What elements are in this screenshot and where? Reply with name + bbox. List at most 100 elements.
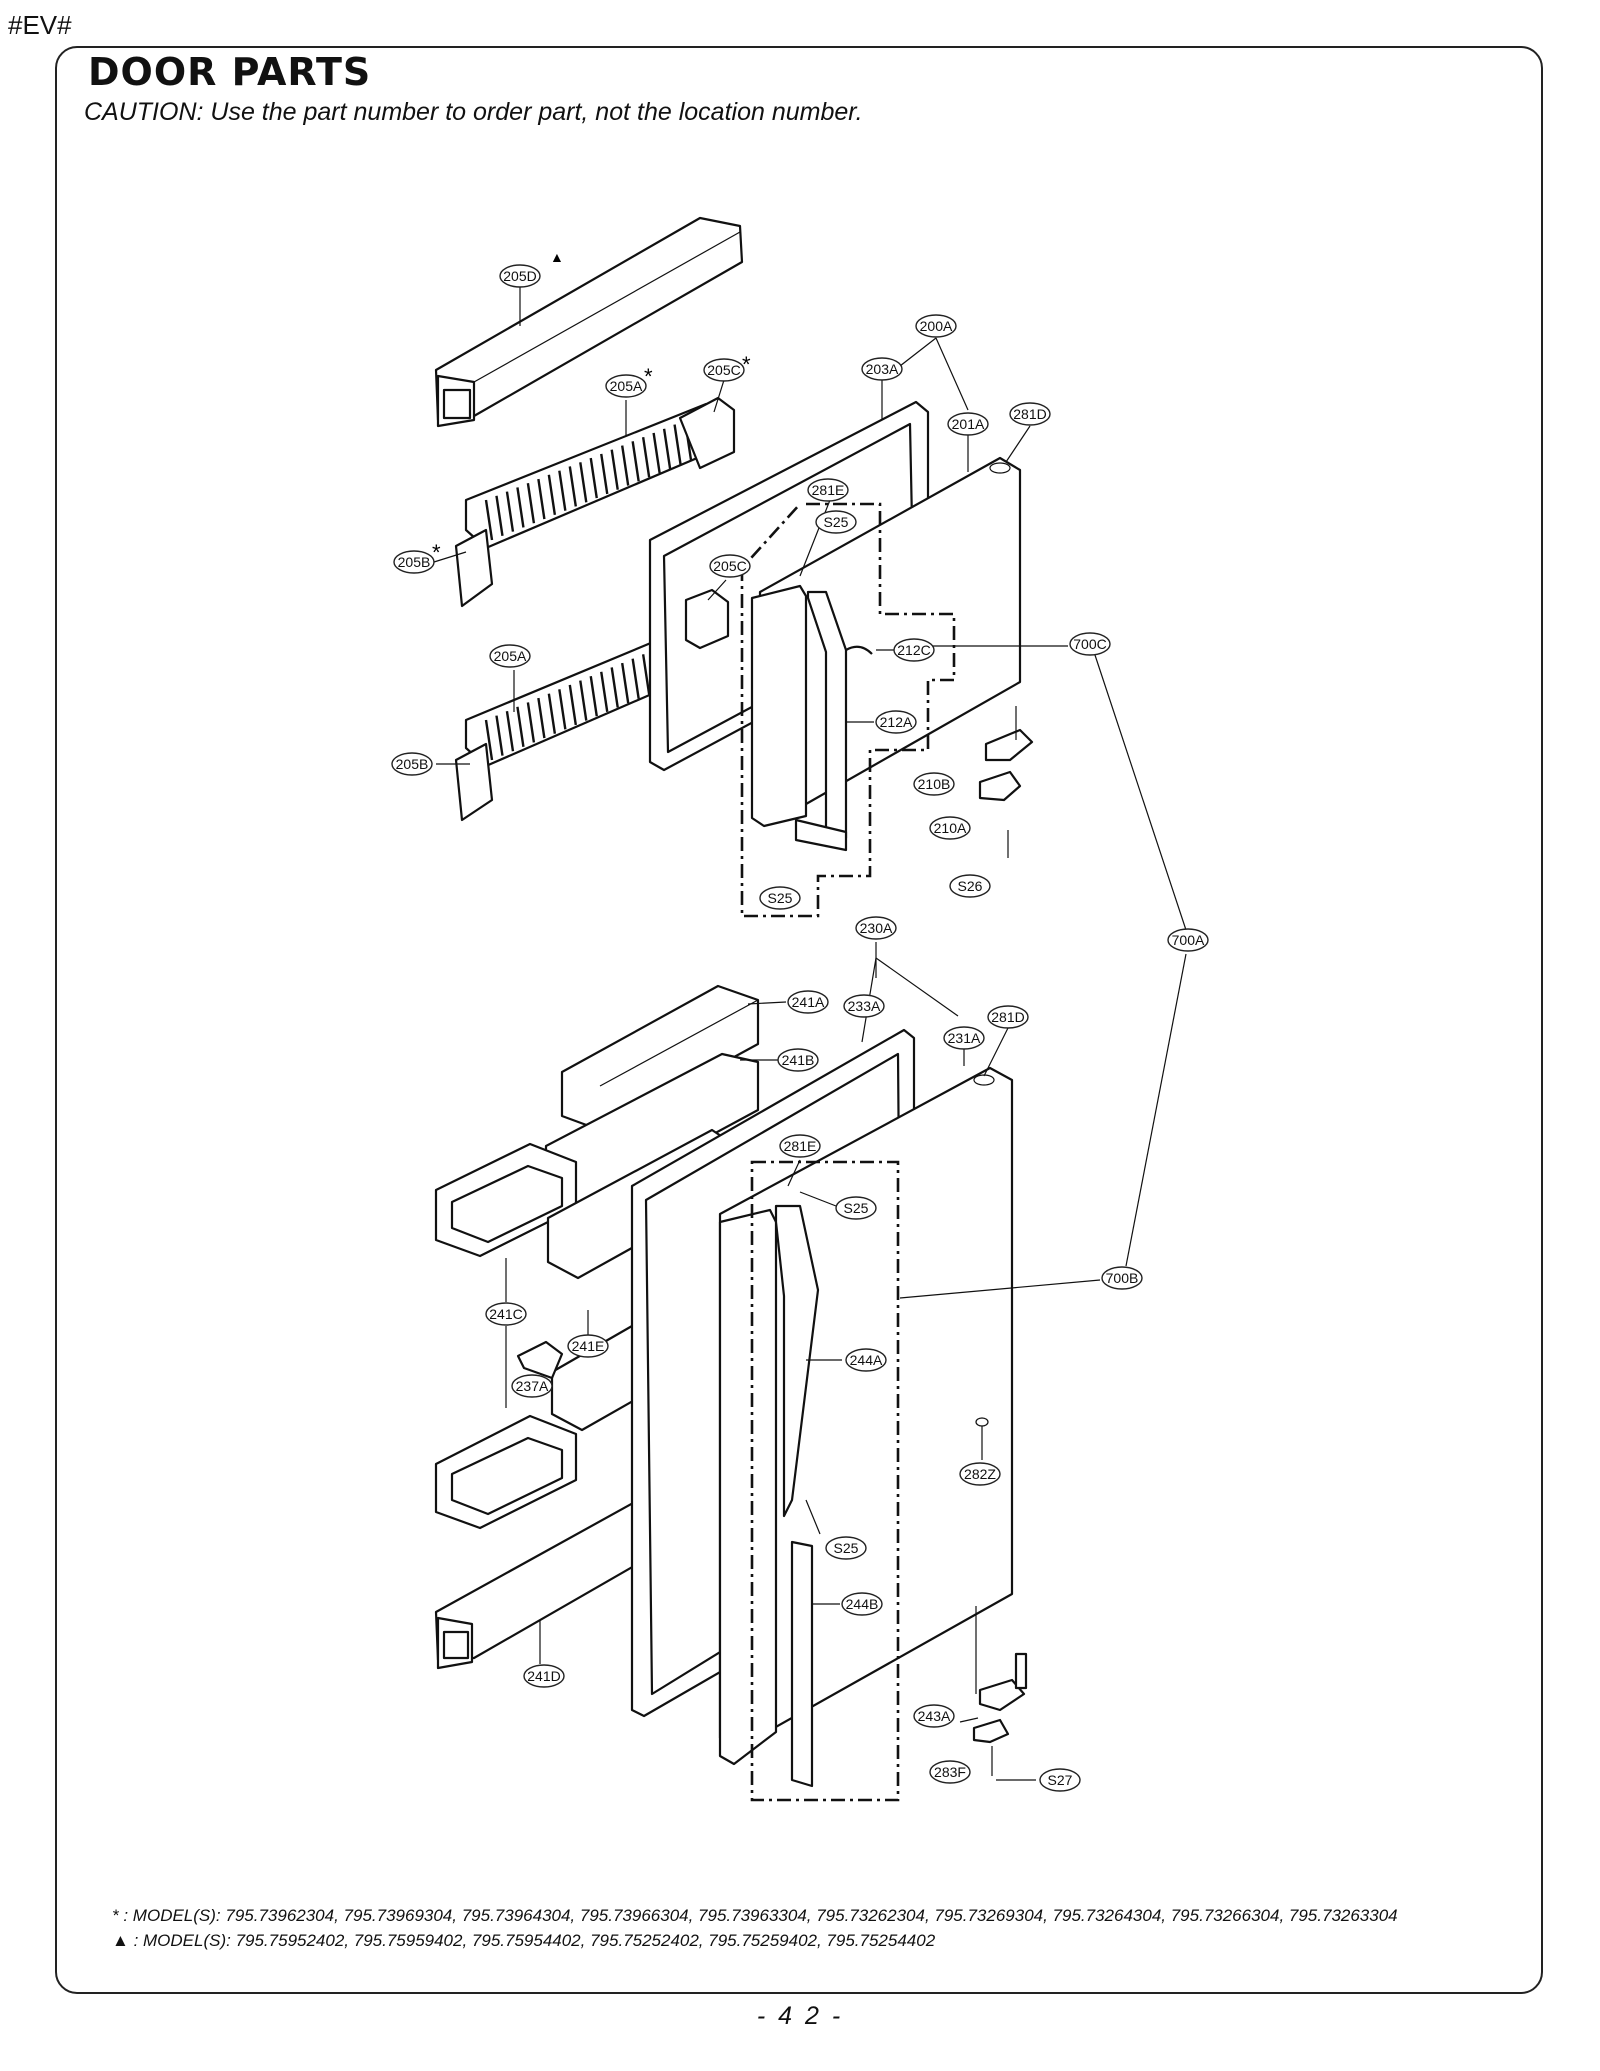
callout-205D: 205D — [499, 264, 541, 288]
callout-281D-bot: 281D — [987, 1005, 1029, 1029]
shelf-rib — [526, 483, 536, 524]
handle-212A — [750, 584, 848, 852]
svg-text:241B: 241B — [782, 1052, 815, 1068]
callout-201A: 201A — [947, 412, 989, 436]
footnote-star: * : MODEL(S): 795.73962304, 795.73969304… — [112, 1906, 1398, 1926]
star-symbol: * — [112, 1906, 119, 1925]
svg-text:241D: 241D — [527, 1668, 560, 1684]
callout-244B: 244B — [841, 1592, 883, 1616]
callout-200A: 200A — [915, 314, 957, 338]
triangle-mark: ▲ — [550, 249, 564, 265]
part-237A — [516, 1340, 564, 1380]
shelf-rib — [558, 470, 567, 511]
svg-text:S25: S25 — [824, 514, 849, 530]
svg-text:241E: 241E — [572, 1338, 605, 1354]
svg-text:281E: 281E — [812, 482, 845, 498]
callout-241D: 241D — [523, 1664, 565, 1688]
hinge-243A — [972, 1652, 1028, 1776]
callout-203A: 203A — [861, 357, 903, 381]
svg-text:S25: S25 — [844, 1200, 869, 1216]
callout-205B-top: 205B — [393, 550, 435, 574]
asterisk-mark: * — [742, 352, 751, 377]
svg-text:205B: 205B — [398, 554, 431, 570]
svg-text:237A: 237A — [516, 1378, 549, 1394]
shelf-rib — [579, 680, 588, 721]
svg-text:200A: 200A — [920, 318, 953, 334]
svg-text:283F: 283F — [934, 1764, 966, 1780]
callout-205C-top: 205C — [703, 358, 745, 382]
svg-text:700B: 700B — [1106, 1270, 1139, 1286]
svg-text:231A: 231A — [948, 1030, 981, 1046]
asterisk-mark: * — [432, 540, 441, 565]
footnote-star-text: : MODEL(S): 795.73962304, 795.73969304, … — [123, 1906, 1398, 1925]
callout-700A: 700A — [1167, 928, 1209, 952]
svg-text:241A: 241A — [792, 994, 825, 1010]
callout-241C-top: 241C — [485, 1302, 527, 1326]
svg-text:212A: 212A — [880, 714, 913, 730]
handle-244A — [718, 1204, 820, 1766]
svg-text:210A: 210A — [934, 820, 967, 836]
callout-281D-top: 281D — [1009, 402, 1051, 426]
callout-205A-top: 205A — [605, 374, 647, 398]
shelf-rib — [558, 689, 567, 730]
shelf-rib — [610, 449, 619, 490]
callout-212C: 212C — [893, 638, 935, 662]
page-frame — [55, 46, 1543, 1994]
svg-text:282Z: 282Z — [964, 1466, 996, 1482]
lower-handle-outline — [750, 1160, 900, 1802]
callout-233A: 233A — [843, 994, 885, 1018]
svg-text:230A: 230A — [860, 920, 893, 936]
shelf-rib — [568, 466, 577, 507]
shelf-rib — [547, 693, 557, 734]
svg-text:244B: 244B — [846, 1596, 879, 1612]
shelf-rib — [641, 436, 651, 478]
callout-205A-mid: 205A — [489, 644, 531, 668]
shelf-rib — [579, 462, 588, 503]
shelf-rib — [516, 706, 525, 748]
svg-text:243A: 243A — [918, 1708, 951, 1724]
shelf-rib — [516, 487, 525, 528]
page-title: DOOR PARTS — [88, 50, 372, 94]
svg-text:S25: S25 — [834, 1540, 859, 1556]
shelf-rib — [673, 424, 682, 465]
svg-text:205A: 205A — [610, 378, 643, 394]
bin-241C-low — [434, 1414, 578, 1530]
shelf-rib — [495, 495, 504, 536]
page-number: - 4 2 - — [756, 2002, 844, 2030]
callout-237A: 237A — [511, 1374, 553, 1398]
svg-text:281D: 281D — [991, 1009, 1024, 1025]
shelf-rib — [652, 432, 661, 474]
shelf-rib — [505, 711, 515, 752]
shelf-rib — [631, 658, 640, 699]
svg-text:205A: 205A — [494, 648, 527, 664]
svg-text:233A: 233A — [848, 998, 881, 1014]
asterisk-mark: * — [644, 364, 653, 389]
shelf-rib — [547, 474, 557, 516]
callout-231A: 231A — [943, 1026, 985, 1050]
callout-S25-bot1: S25 — [835, 1196, 877, 1220]
callout-205B-mid: 205B — [391, 752, 433, 776]
svg-text:S27: S27 — [1048, 1772, 1073, 1788]
callout-S27: S27 — [1039, 1768, 1081, 1792]
callout-700C: 700C — [1069, 632, 1111, 656]
triangle-symbol: ▲ — [112, 1931, 129, 1950]
shelf-rib — [505, 491, 515, 532]
svg-text:281E: 281E — [784, 1138, 817, 1154]
shelf-rib — [641, 654, 651, 695]
svg-text:S26: S26 — [958, 878, 983, 894]
svg-text:281D: 281D — [1013, 406, 1046, 422]
callout-281E-top: 281E — [807, 478, 849, 502]
svg-text:S25: S25 — [768, 890, 793, 906]
shelf-rib — [484, 719, 494, 761]
callout-282Z: 282Z — [959, 1462, 1001, 1486]
footnote-triangle: ▲ : MODEL(S): 795.75952402, 795.75959402… — [112, 1931, 935, 1951]
shelf-rib — [610, 667, 619, 708]
shelf-rib — [631, 441, 640, 482]
callout-230A: 230A — [855, 916, 897, 940]
callout-210B: 210B — [913, 772, 955, 796]
svg-text:205D: 205D — [503, 268, 536, 284]
callout-S26: S26 — [949, 874, 991, 898]
shelf-rib — [589, 676, 598, 717]
handle-244B — [790, 1540, 814, 1788]
